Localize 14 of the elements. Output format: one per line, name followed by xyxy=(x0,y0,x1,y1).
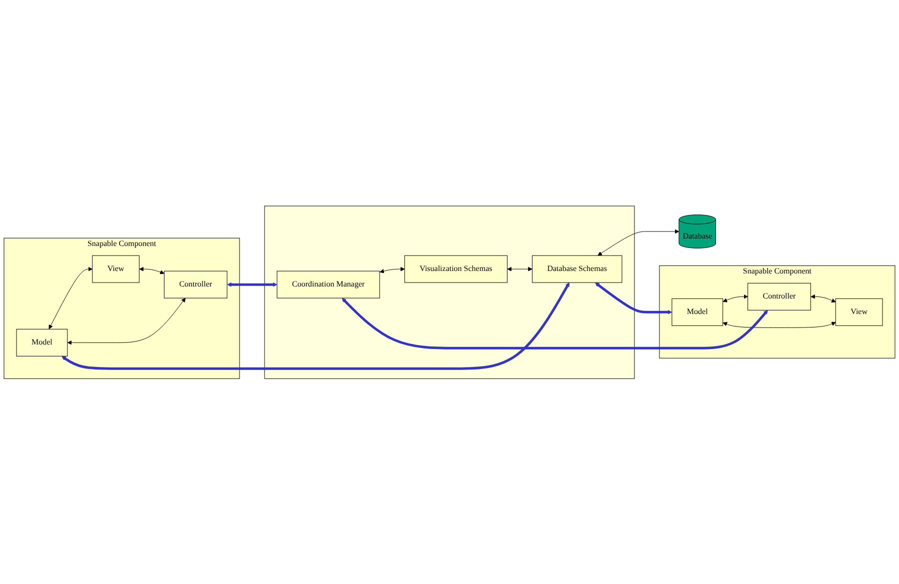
arrow xyxy=(227,282,278,286)
arrow xyxy=(507,266,532,271)
arrow xyxy=(342,298,768,350)
arrow xyxy=(48,266,93,329)
arrow xyxy=(62,282,570,370)
arrow xyxy=(598,228,680,256)
arrow xyxy=(595,282,672,314)
arrow xyxy=(67,298,186,345)
cluster xyxy=(264,205,635,379)
arrow xyxy=(810,294,836,302)
arrow xyxy=(380,266,405,273)
arrow xyxy=(139,266,164,274)
arrow xyxy=(722,294,748,302)
arrow xyxy=(722,322,836,328)
